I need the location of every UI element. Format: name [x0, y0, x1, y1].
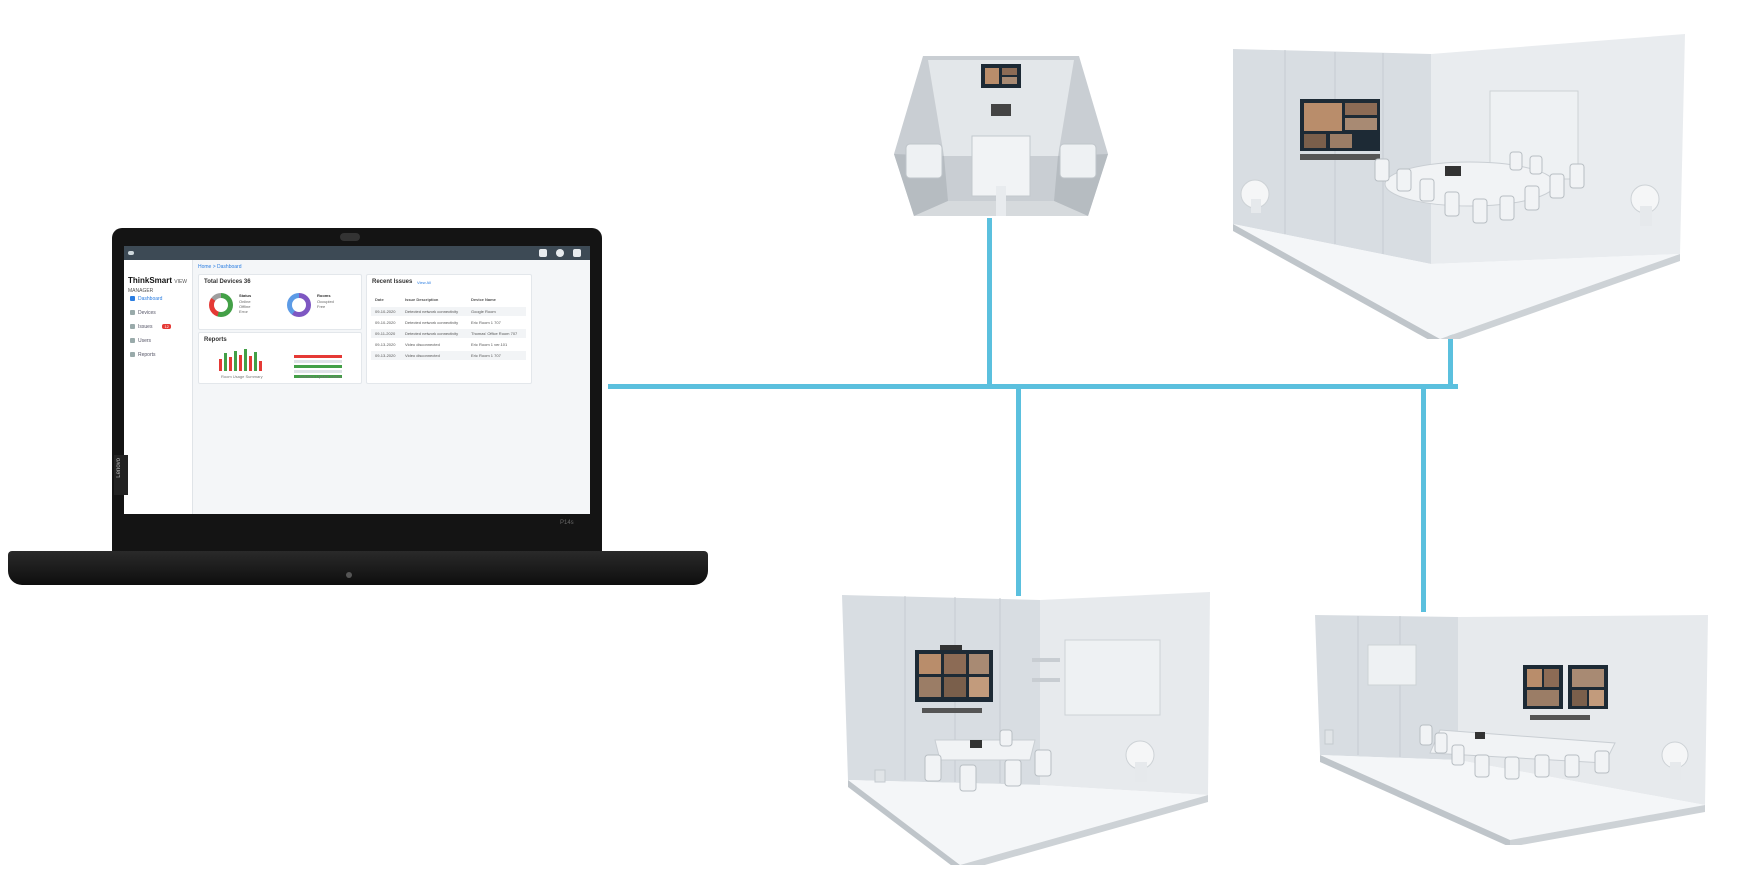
- reports-icon: [130, 352, 135, 358]
- issues-icon: [130, 324, 135, 330]
- report-bar: [229, 357, 232, 371]
- users-icon: [130, 338, 135, 344]
- laptop-latch: [346, 572, 352, 578]
- dashboard-sidebar: ThinkSmart VIEW MANAGER Dashboard Device…: [124, 260, 193, 514]
- rooms-donut: [287, 293, 311, 317]
- report-bar: [259, 361, 262, 371]
- connector-main-horizontal: [608, 384, 1458, 389]
- total-devices-title: Total Devices 36: [204, 279, 251, 285]
- total-devices-card: Total Devices 36 Status Online Offline E…: [198, 274, 362, 330]
- reports-card: Reports Room Usage Summary Software Upda…: [198, 332, 362, 384]
- status-offline: Offline: [239, 304, 251, 309]
- connector-to-huddle-booth: [987, 218, 992, 388]
- recent-issues-card: Recent Issues View All Date Issue Descri…: [366, 274, 532, 384]
- help-icon[interactable]: [556, 249, 564, 257]
- chat-icon[interactable]: [539, 249, 547, 257]
- boardroom: [1310, 605, 1710, 847]
- view-all-link[interactable]: View All: [417, 280, 431, 285]
- menu-icon[interactable]: [128, 251, 134, 255]
- lenovo-logo: Lenovo: [116, 458, 122, 478]
- recent-issues-title: Recent Issues: [372, 279, 413, 285]
- breadcrumb[interactable]: Home > Dashboard: [198, 264, 242, 270]
- rooms-occupied: Occupied: [317, 299, 334, 304]
- reports-bar-chart: [219, 349, 269, 371]
- medium-conference-room: [840, 590, 1212, 872]
- rooms-title: Rooms: [317, 293, 331, 298]
- status-title: Status: [239, 293, 252, 298]
- user-icon[interactable]: [573, 249, 581, 257]
- huddle-booth-illustration: [894, 56, 1108, 221]
- column-device[interactable]: Device Name: [471, 297, 496, 302]
- laptop-screen: ThinkSmart VIEW MANAGER Dashboard Device…: [124, 246, 590, 514]
- connector-to-large-room: [1448, 333, 1453, 388]
- laptop-camera: [340, 233, 360, 241]
- sidebar-item-reports[interactable]: Reports: [130, 352, 156, 358]
- report-bar: [234, 351, 237, 371]
- large-conference-room-illustration: [1233, 34, 1685, 346]
- status-donut: [209, 293, 233, 317]
- devices-icon: [130, 310, 135, 316]
- medium-conference-room-illustration: [842, 592, 1210, 872]
- sidebar-item-devices[interactable]: Devices: [130, 310, 156, 316]
- sidebar-item-users[interactable]: Users: [130, 338, 151, 344]
- update-status-table: [294, 355, 342, 381]
- boardroom-illustration: [1315, 615, 1708, 847]
- dashboard-icon: [130, 296, 135, 302]
- laptop-base: [8, 551, 708, 585]
- report-bar: [224, 353, 227, 371]
- app-logo: ThinkSmart VIEW MANAGER: [128, 276, 188, 294]
- issues-badge: 12: [162, 324, 171, 329]
- status-error: Error: [239, 309, 248, 314]
- report-bar: [249, 356, 252, 371]
- dashboard-topbar: [124, 246, 590, 260]
- report-bar: [219, 359, 222, 371]
- sidebar-item-dashboard[interactable]: Dashboard: [130, 296, 162, 302]
- huddle-booth: [888, 56, 1114, 221]
- connector-to-boardroom: [1421, 384, 1426, 612]
- report-bar: [244, 349, 247, 371]
- rooms-free: Free: [317, 304, 326, 309]
- column-issue[interactable]: Issue Description: [405, 297, 439, 302]
- status-online: Online: [239, 299, 251, 304]
- reports-title: Reports: [204, 337, 227, 343]
- lenovo-brand-strip: [114, 455, 128, 495]
- model-label: P14s: [560, 520, 574, 526]
- column-date[interactable]: Date: [375, 297, 384, 302]
- report-bar: [239, 355, 242, 371]
- reports-caption-right: Software Update Status: [299, 374, 342, 379]
- table-header: Date Issue Description Device Name: [371, 295, 526, 304]
- reports-caption-left: Room Usage Summary: [221, 374, 263, 379]
- report-bar: [254, 352, 257, 371]
- connector-to-medium-room: [1016, 384, 1021, 596]
- large-conference-room: [1225, 34, 1690, 346]
